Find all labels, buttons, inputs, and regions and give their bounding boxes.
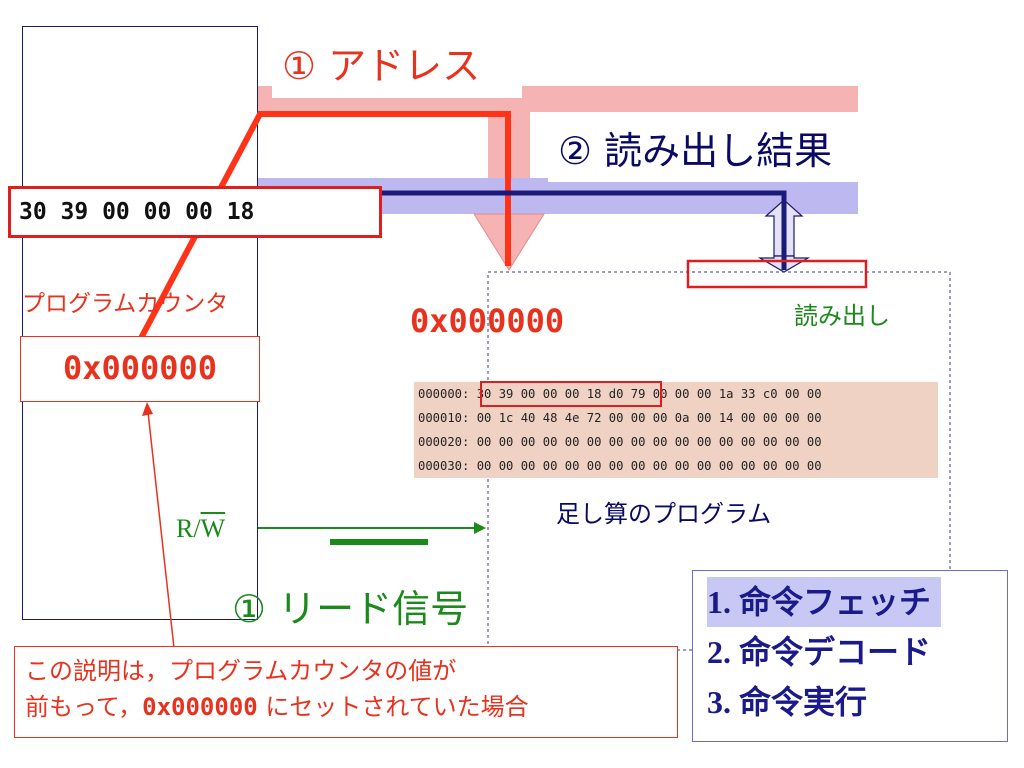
rw-label: R/W (176, 514, 225, 544)
read-label: 読み出し (794, 302, 890, 330)
cpu-box (22, 26, 258, 620)
hexdump: 000000: 30 39 00 00 00 18 d0 79 00 00 00… (414, 382, 938, 478)
read-signal-label: ① リード信号 (232, 587, 469, 631)
note-line-1: この説明は，プログラムカウンタの値が (25, 657, 457, 685)
note-line-2-prefix: 前もって， (25, 693, 143, 721)
rw-r: R/ (176, 514, 201, 543)
step-1-text: 1. 命令フェッチ (707, 577, 942, 627)
note-line-2: 前もって，0x000000 にセットされていた場合 (25, 689, 667, 725)
address-label: ① アドレス (272, 34, 522, 98)
note-line-2-mono: 0x000000 (142, 693, 258, 721)
program-caption: 足し算のプログラム (556, 500, 772, 528)
steps-box: 1. 命令フェッチ 2. 命令デコード 3. 命令実行 (692, 570, 1008, 742)
instruction-register: 30 39 00 00 00 18 (8, 186, 382, 238)
note-pointer-head (142, 402, 153, 416)
program-counter-title: プログラムカウンタ (22, 291, 229, 317)
hexdump-row-1: 000010: 00 1c 40 48 4e 72 00 00 00 0a 00… (418, 411, 822, 425)
note-line-2-suffix: にセットされていた場合 (257, 693, 529, 721)
rw-arrow-head (474, 522, 486, 534)
data-path-line (376, 190, 787, 270)
memory-address: 0x000000 (410, 302, 565, 340)
step-1: 1. 命令フェッチ (701, 577, 999, 627)
program-counter-value: 0x000000 (20, 336, 260, 402)
hexdump-highlight (480, 381, 662, 407)
read-highlight-box (686, 259, 868, 289)
rw-w: W (200, 514, 226, 543)
hexdump-row-3: 000030: 00 00 00 00 00 00 00 00 00 00 00… (418, 459, 822, 473)
step-3: 3. 命令実行 (707, 684, 868, 720)
step-2: 2. 命令デコード (707, 634, 932, 670)
note-pointer-line (147, 411, 175, 649)
read-result-label: ② 読み出し結果 (548, 120, 908, 182)
hexdump-row-2: 000020: 00 00 00 00 00 00 00 00 00 00 00… (418, 435, 822, 449)
note-box: この説明は，プログラムカウンタの値が 前もって，0x000000 にセットされて… (14, 646, 678, 738)
low-signal-bar (330, 539, 428, 545)
